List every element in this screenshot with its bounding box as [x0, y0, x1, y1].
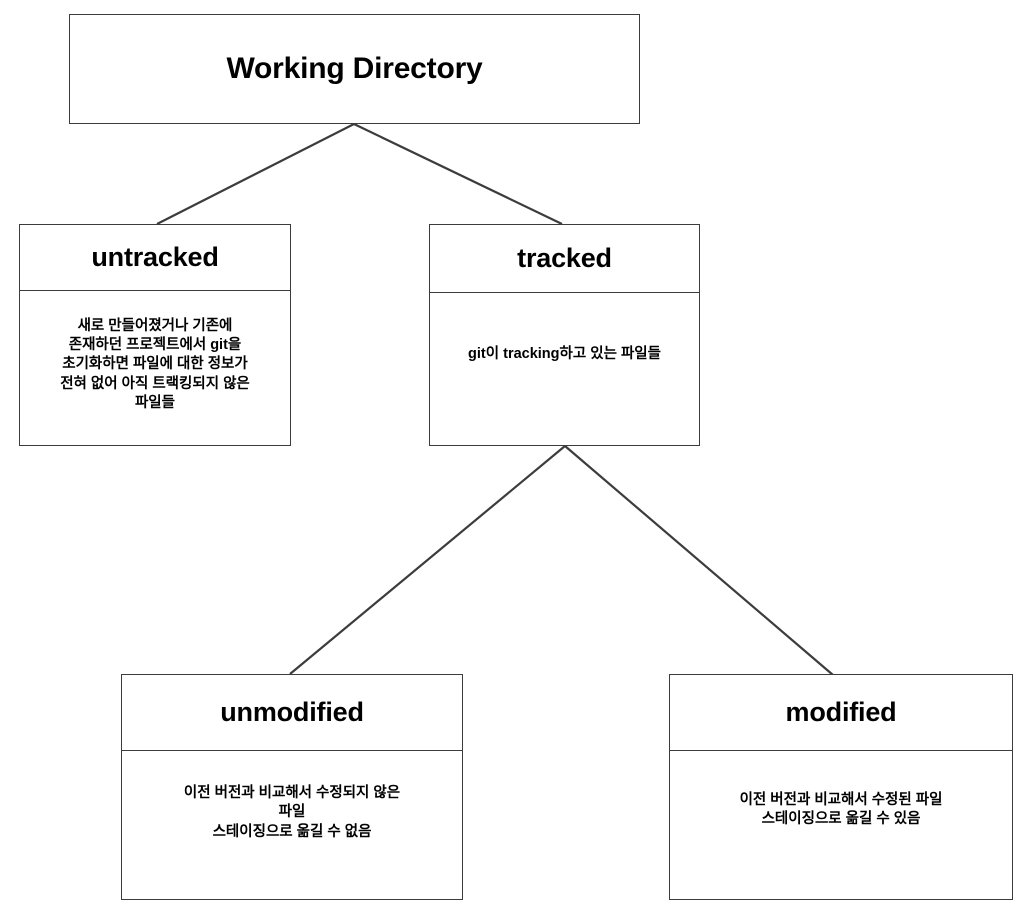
node-unmodified-title: unmodified — [220, 697, 364, 727]
node-unmodified[interactable]: unmodified 이전 버전과 비교해서 수정되지 않은 파일 스테이징으로… — [121, 674, 463, 900]
node-modified[interactable]: modified 이전 버전과 비교해서 수정된 파일 스테이징으로 옮길 수 … — [669, 674, 1013, 900]
edge-tracked-to-modified — [564, 445, 834, 676]
node-tracked[interactable]: tracked git이 tracking하고 있는 파일들 — [429, 224, 700, 446]
edge-working-directory-to-tracked — [353, 123, 563, 225]
node-modified-description: 이전 버전과 비교해서 수정된 파일 스테이징으로 옮길 수 있음 — [670, 750, 1012, 899]
node-untracked[interactable]: untracked 새로 만들어졌거나 기존에 존재하던 프로젝트에서 git을… — [19, 224, 291, 446]
node-modified-title: modified — [785, 697, 897, 727]
node-untracked-description: 새로 만들어졌거나 기존에 존재하던 프로젝트에서 git을 초기화하면 파일에… — [20, 290, 290, 445]
node-tracked-title: tracked — [517, 243, 612, 273]
edge-tracked-to-unmodified — [289, 445, 566, 675]
edge-working-directory-to-untracked — [156, 123, 355, 225]
node-working-directory[interactable]: Working Directory — [69, 14, 640, 124]
node-working-directory-title: Working Directory — [226, 52, 483, 85]
node-unmodified-description: 이전 버전과 비교해서 수정되지 않은 파일 스테이징으로 옮길 수 없음 — [122, 750, 462, 899]
node-untracked-title: untracked — [91, 242, 219, 272]
node-tracked-description: git이 tracking하고 있는 파일들 — [430, 292, 699, 445]
